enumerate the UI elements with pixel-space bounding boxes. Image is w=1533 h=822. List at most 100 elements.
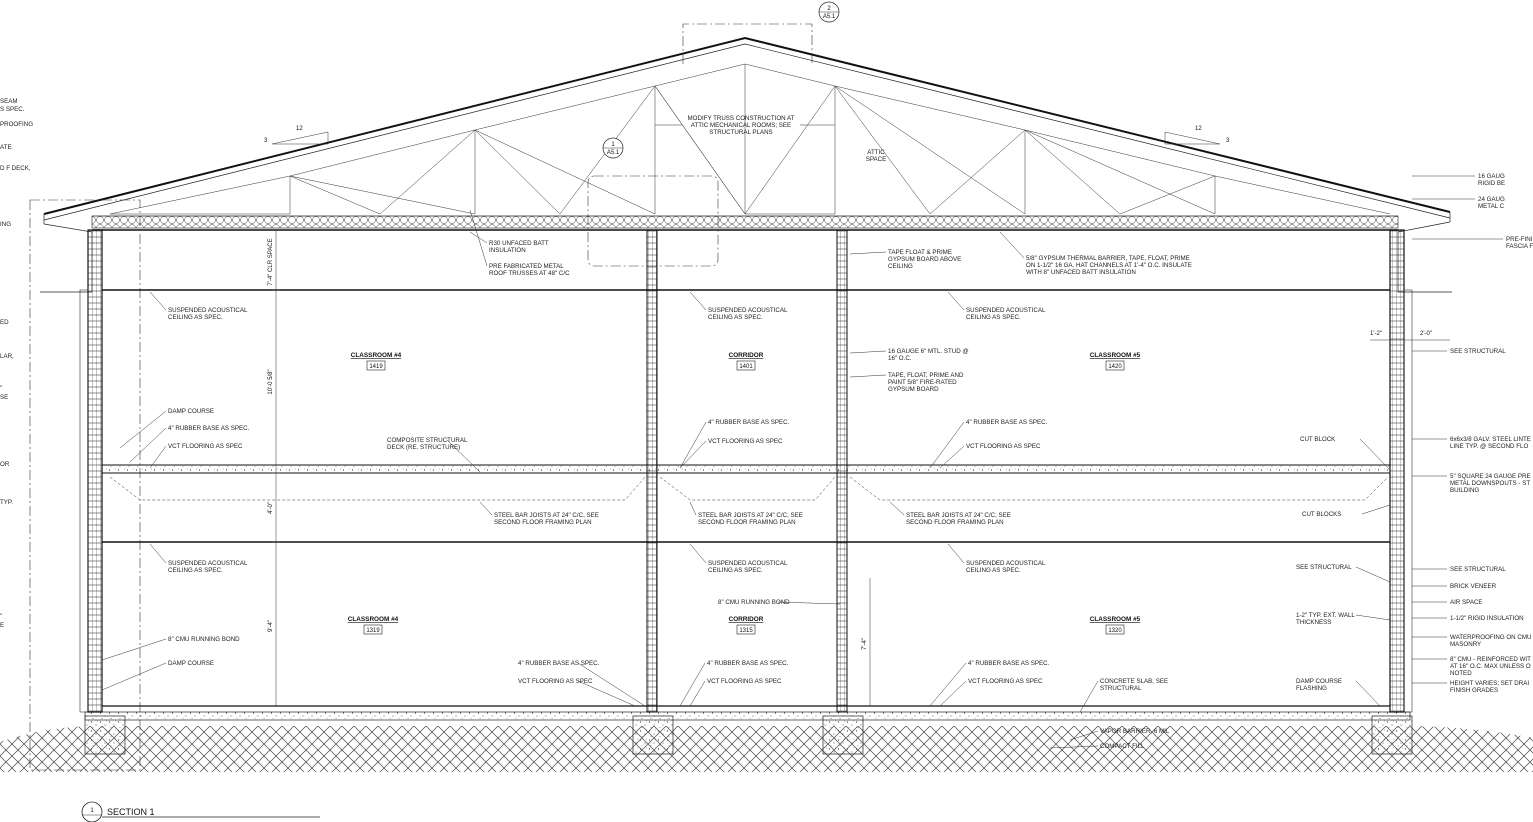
left-note-text: SE xyxy=(0,394,8,401)
note-text: VCT FLOORING AS SPEC xyxy=(966,443,1041,450)
leader-line xyxy=(1049,745,1099,749)
callout-top-sheet: A5.1 xyxy=(823,14,836,20)
note-text: AIR SPACE xyxy=(1450,599,1483,606)
leader-line xyxy=(929,662,967,707)
dim-attic: 7'-4" CLR SPACE xyxy=(268,238,274,285)
leader-line xyxy=(446,439,481,473)
note-text: SUSPENDED ACOUSTICAL xyxy=(168,560,248,567)
note-text: SUSPENDED ACOUSTICAL xyxy=(966,307,1046,314)
room-number-box xyxy=(363,624,383,635)
note-text: GYPSUM BOARD ABOVE xyxy=(888,256,961,263)
room-name: CORRIDOR xyxy=(729,352,764,359)
note: 4" RUBBER BASE AS SPEC. xyxy=(679,419,790,469)
leader-line xyxy=(939,445,965,469)
truss-note-2: ATTIC MECHANICAL ROOMS; SEE xyxy=(691,122,791,129)
note-text: TAPE FLOAT & PRIME xyxy=(888,249,952,256)
note: 4" RUBBER BASE AS SPEC. xyxy=(929,660,1050,707)
note-text: ROOF TRUSSES AT 48" C/C xyxy=(489,270,570,277)
note: VCT FLOORING AS SPEC xyxy=(149,443,243,469)
note-text: PRE-FINI xyxy=(1506,236,1533,243)
note-text: CONCRETE SLAB, SEE xyxy=(1100,678,1168,685)
leader-line xyxy=(129,427,167,463)
leader-line xyxy=(469,209,488,267)
note: 16 GAUGE 6" MTL. STUD @16" O.C. xyxy=(849,348,969,362)
section-callout-top: 2 A5.1 xyxy=(818,1,840,23)
note-text: DAMP COURSE xyxy=(1296,678,1342,685)
truss-note-3: STRUCTURAL PLANS xyxy=(709,129,772,136)
leader-line xyxy=(689,291,707,311)
note-text: 16 GAUGE 6" MTL. STUD @ xyxy=(888,348,969,355)
room-label: CLASSROOM #4 1319 xyxy=(348,616,399,635)
note-text: SEE STRUCTURAL xyxy=(1450,348,1506,355)
note: 4" RUBBER BASE AS SPEC. xyxy=(518,660,646,707)
leader-line xyxy=(1355,680,1381,707)
right-note: BRICK VENEER xyxy=(1412,583,1497,590)
note-text: STRUCTURAL xyxy=(1100,685,1142,692)
leader-line xyxy=(777,601,841,605)
leader-line xyxy=(679,662,706,707)
note-text: CUT BLOCKS xyxy=(1302,511,1341,518)
note-text: CEILING AS SPEC. xyxy=(708,314,763,321)
left-note-text: " xyxy=(0,385,2,392)
note: 4" RUBBER BASE AS SPEC. xyxy=(679,660,789,707)
note-text: SEE STRUCTURAL xyxy=(1296,564,1352,571)
note-text: CEILING AS SPEC. xyxy=(168,314,223,321)
note-text: 4" RUBBER BASE AS SPEC. xyxy=(708,419,790,426)
note-text: SUSPENDED ACOUSTICAL xyxy=(966,560,1046,567)
slope-run-left: 12 xyxy=(296,126,303,132)
left-note-text: " xyxy=(0,613,2,620)
room-name: CORRIDOR xyxy=(729,616,764,623)
note-text: PRE FABRICATED METAL xyxy=(489,263,564,270)
note-text: NOTED xyxy=(1450,670,1472,677)
note: VCT FLOORING AS SPEC xyxy=(518,678,636,707)
note: DAMP COURSE xyxy=(101,660,214,691)
note-text: BUILDING xyxy=(1450,487,1479,494)
left-note-text: ING xyxy=(0,221,11,228)
right-note: SEE STRUCTURAL xyxy=(1412,348,1506,355)
left-note-text: ED xyxy=(0,319,9,326)
callout-top-number: 2 xyxy=(827,6,831,12)
slope-run-right: 12 xyxy=(1195,126,1202,132)
left-note-text: D F DECK, xyxy=(0,165,31,172)
leader-line xyxy=(101,662,167,691)
room-name: CLASSROOM #4 xyxy=(348,616,399,623)
room-number: 1319 xyxy=(366,628,380,634)
room-name: CLASSROOM #5 xyxy=(1090,352,1141,359)
leader-line xyxy=(577,662,646,707)
note-text: BRICK VENEER xyxy=(1450,583,1497,590)
note-text: 8" CMU RUNNING BOND xyxy=(168,636,240,643)
leader-line xyxy=(1359,438,1391,471)
phantom-lines xyxy=(29,23,813,771)
note-text: SECOND FLOOR FRAMING PLAN xyxy=(906,519,1004,526)
note: VCT FLOORING AS SPEC xyxy=(939,443,1041,469)
note-text: WITH 8" UNFACED BATT INSULATION xyxy=(1026,269,1136,276)
note-text: CEILING AS SPEC. xyxy=(168,567,223,574)
note-text: 4" RUBBER BASE AS SPEC. xyxy=(518,660,600,667)
note: CUT BLOCK xyxy=(1300,436,1391,471)
room-name: CLASSROOM #4 xyxy=(351,352,402,359)
note: 8" CMU RUNNING BOND xyxy=(101,636,240,661)
leader-line xyxy=(679,440,707,469)
building-structure xyxy=(40,221,1452,713)
leader-line xyxy=(849,374,887,378)
leader-line xyxy=(1069,730,1099,741)
section-callout-mid: 1 A5.1 xyxy=(602,137,624,159)
left-note-text: OR xyxy=(0,461,10,468)
right-note: 1-1/2" RIGID INSULATION xyxy=(1412,615,1524,622)
note-text: VAPOR BARRIER, 6 MIL xyxy=(1100,728,1170,735)
